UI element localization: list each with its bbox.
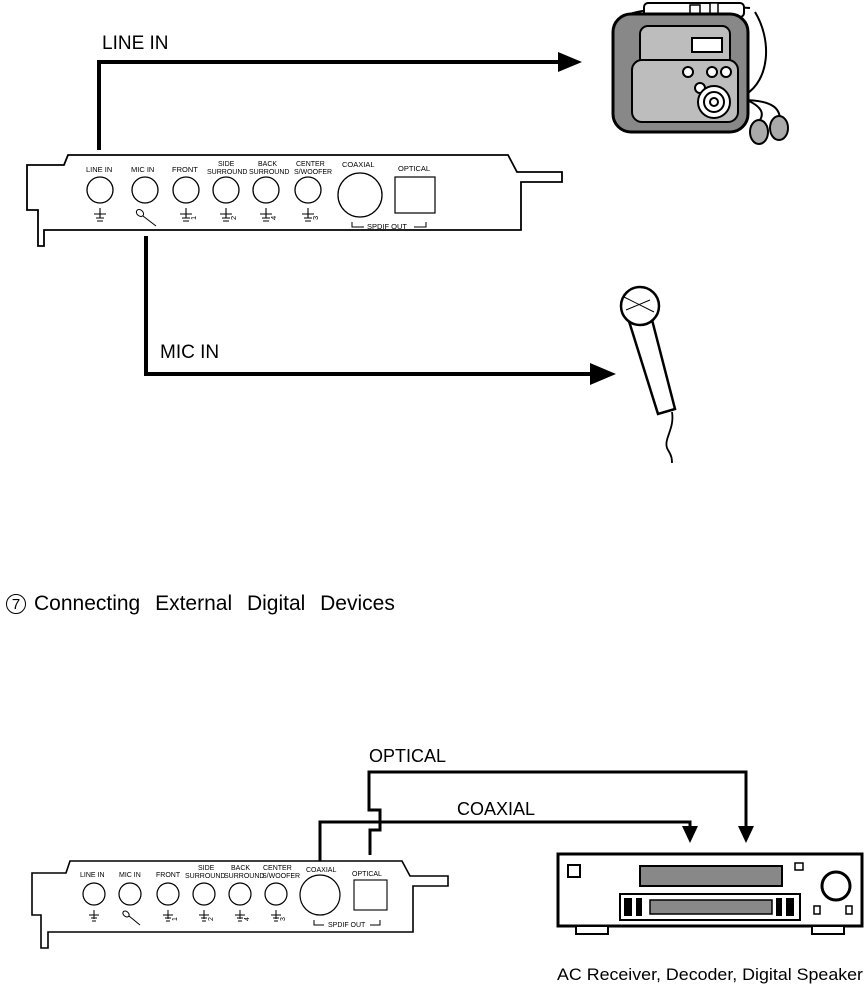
- port-label-coaxial: COAXIAL: [342, 160, 375, 169]
- jack-mic-in: [118, 882, 142, 906]
- mic-symbol-icon: [135, 209, 157, 227]
- spdif-bracket-line: [351, 222, 427, 228]
- jack-back: [252, 176, 280, 204]
- port-label-side: SIDE: [198, 865, 215, 872]
- port-label-back: BACK: [231, 865, 250, 872]
- port-label-subwoofer: S/WOOFER: [294, 169, 332, 176]
- channel-number-back: 4: [269, 216, 278, 220]
- ground-icons: [89, 910, 281, 922]
- jack-front: [172, 176, 200, 204]
- section-heading: 7 Connecting External Digital Devices: [6, 592, 395, 616]
- channel-number-side: 2: [208, 917, 215, 921]
- coaxial-arrowhead: [682, 826, 698, 843]
- jack-optical: [353, 879, 388, 911]
- jack-line-in: [86, 176, 114, 204]
- mic-in-arrowhead: [590, 363, 616, 385]
- channel-number-center: 3: [280, 917, 287, 921]
- coaxial-label: COAXIAL: [457, 799, 535, 819]
- receiver-caption: AC Receiver, Decoder, Digital Speaker: [557, 965, 863, 984]
- jack-coaxial: [299, 874, 341, 916]
- ground-icons: [94, 208, 314, 222]
- jack-back: [228, 882, 252, 906]
- port-label-mic-in: MIC IN: [131, 165, 154, 174]
- port-label-side-surround: SURROUND: [185, 873, 225, 880]
- section-title: Connecting External Digital Devices: [34, 592, 395, 615]
- coaxial-cable: [318, 820, 692, 862]
- port-label-side-surround: SURROUND: [207, 169, 247, 176]
- jack-center: [294, 176, 322, 204]
- section-number-badge: 7: [6, 594, 26, 614]
- earbud-left: [749, 119, 769, 145]
- mic-in-cable: [144, 236, 592, 376]
- port-label-center: CENTER: [263, 865, 292, 872]
- receiver-foot-right: [811, 925, 845, 935]
- microphone-icon: [619, 285, 677, 464]
- jack-side: [192, 882, 216, 906]
- port-label-center: CENTER: [296, 161, 325, 168]
- bottom-diagram: OPTICAL COAXIAL LINE IN MIC IN FRONT SID…: [31, 746, 864, 984]
- jack-side: [212, 176, 240, 204]
- jack-mic-in: [131, 176, 159, 204]
- port-label-subwoofer: S/WOOFER: [262, 873, 300, 880]
- port-label-optical: OPTICAL: [398, 164, 430, 173]
- optical-arrowhead: [738, 826, 754, 843]
- port-label-mic-in: MIC IN: [119, 872, 141, 879]
- channel-number-front: 1: [189, 216, 198, 220]
- channel-number-side: 2: [229, 216, 238, 220]
- channel-number-front: 1: [172, 917, 179, 921]
- mic-head: [619, 285, 661, 327]
- port-label-back-surround: SURROUND: [249, 169, 289, 176]
- port-label-side: SIDE: [218, 161, 235, 168]
- optical-cable: [367, 770, 748, 855]
- jack-front: [156, 882, 180, 906]
- receiver-foot-left: [575, 925, 609, 935]
- mic-handle: [626, 310, 677, 416]
- earbud-right: [769, 115, 789, 141]
- jack-line-in: [82, 882, 106, 906]
- power-button-icon: [567, 864, 581, 878]
- channel-number-back: 4: [244, 917, 251, 921]
- spdif-bracket-line: [313, 920, 381, 926]
- top-diagram: LINE IN MIC IN LINE IN MIC IN FRONT SIDE…: [26, 2, 789, 464]
- jack-optical: [394, 176, 436, 214]
- mic-symbol-icon: [122, 910, 141, 926]
- port-label-line-in: LINE IN: [80, 872, 105, 879]
- receiver-display: [639, 865, 783, 887]
- line-in-label: LINE IN: [102, 33, 169, 54]
- spdif-out-label: SPDIF OUT: [367, 222, 407, 231]
- mic-in-label: MIC IN: [160, 342, 219, 363]
- volume-knob-icon: [820, 870, 852, 902]
- port-label-back-surround: SURROUND: [224, 873, 264, 880]
- optical-label: OPTICAL: [369, 746, 446, 766]
- portable-music-player-icon: [611, 2, 789, 145]
- port-label-optical: OPTICAL: [352, 871, 382, 878]
- channel-number-center: 3: [311, 216, 320, 220]
- line-in-cable: [97, 60, 560, 150]
- sound-card-bracket-bottom: LINE IN MIC IN FRONT SIDE SURROUND BACK …: [31, 860, 449, 949]
- jack-coaxial: [337, 172, 383, 218]
- port-label-coaxial: COAXIAL: [306, 867, 336, 874]
- line-in-arrowhead: [558, 52, 582, 72]
- av-receiver-icon: [556, 852, 864, 935]
- port-label-front: FRONT: [156, 872, 181, 879]
- mic-cable: [665, 411, 674, 464]
- jack-center: [264, 882, 288, 906]
- port-label-line-in: LINE IN: [86, 165, 112, 174]
- sound-card-bracket-top: LINE IN MIC IN FRONT SIDE SURROUND BACK …: [26, 154, 563, 247]
- port-label-front: FRONT: [172, 165, 198, 174]
- port-label-back: BACK: [258, 161, 277, 168]
- spdif-out-label: SPDIF OUT: [328, 922, 366, 929]
